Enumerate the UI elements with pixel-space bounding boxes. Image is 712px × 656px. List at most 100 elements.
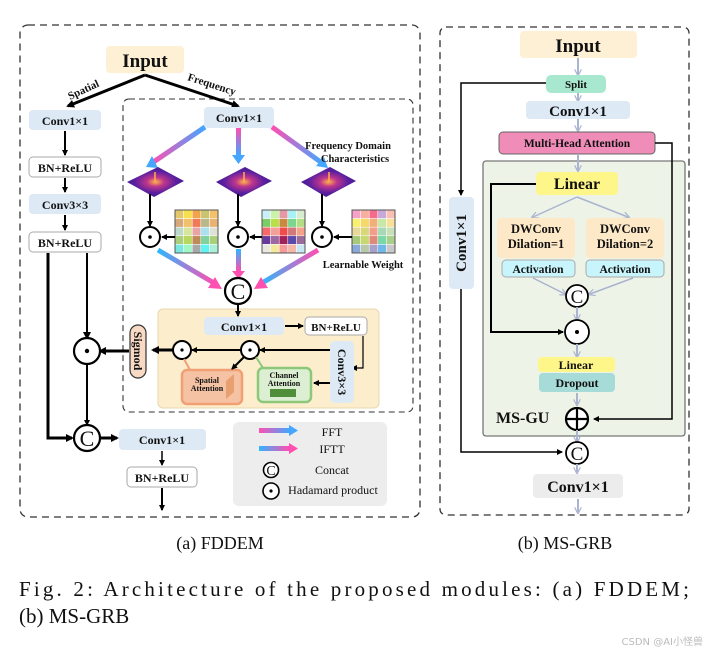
- weight-cell: [209, 244, 219, 254]
- hadamard-op-1: [139, 226, 161, 248]
- hadamard-op-main: [72, 336, 102, 366]
- weight-cell: [200, 235, 210, 245]
- msgu-concat-op: C: [565, 284, 589, 308]
- legend-hadamard-label: Hadamard product: [288, 483, 378, 497]
- spatial-conv1x1: [29, 110, 101, 130]
- weight-cell: [261, 209, 271, 219]
- weight-grid-border: [174, 209, 219, 254]
- linear2-box: [538, 357, 615, 372]
- weight-cell: [360, 244, 370, 254]
- learnable-weight-grid-3: [351, 209, 396, 254]
- hadamard-op-channel: [240, 340, 260, 360]
- fft-arrow-right: [270, 124, 324, 166]
- weight-cell: [191, 235, 202, 245]
- legend-ifft-head: [289, 443, 298, 454]
- output-conv1x1: [119, 429, 206, 450]
- fusion-bnrelu-label: BN+ReLU: [311, 322, 361, 334]
- weight-cell: [174, 235, 184, 245]
- weight-cell: [261, 235, 271, 245]
- weight-cell: [183, 209, 193, 219]
- weight-cell: [351, 226, 361, 237]
- weight-cell: [183, 226, 193, 237]
- msgrb-output-conv: [533, 474, 623, 498]
- weight-cell: [270, 218, 280, 228]
- weight-cell: [386, 244, 396, 254]
- weight-cell: [183, 235, 193, 245]
- weight-grid-border: [351, 209, 396, 254]
- mha-residual-line: [593, 142, 673, 422]
- weight-cell: [287, 235, 297, 245]
- spectrum-plot-3: [301, 167, 356, 197]
- spatial-attention-slab-icon: [226, 374, 234, 399]
- dwconv-dilation1-box: [497, 218, 575, 258]
- side-conv1x1-label: Conv1×1: [454, 214, 470, 272]
- spectrum-plot-1: [127, 167, 184, 197]
- weight-cell: [386, 209, 396, 219]
- weight-cell: [377, 235, 387, 245]
- weight-cell: [183, 244, 193, 254]
- legend-concat-icon: [262, 461, 280, 479]
- svg-text:C: C: [571, 287, 584, 308]
- arrow-linear-dw1: [533, 196, 578, 217]
- weight-cell: [209, 209, 219, 219]
- weight-cell: [287, 244, 297, 254]
- weight-cell: [386, 226, 396, 237]
- spatial-attention-label-2: Attention: [191, 384, 224, 393]
- spatial-link: [183, 358, 191, 371]
- output-bnrelu: [126, 466, 198, 488]
- frequency-branch-label: Frequency: [186, 71, 238, 98]
- legend: FFT IFTT C Concat Hadamard product: [233, 422, 387, 506]
- dwconv1-label-2: Dilation=1: [508, 237, 564, 251]
- weight-cell: [278, 226, 289, 237]
- caption-panel-a: (a) FDDEM: [176, 533, 264, 554]
- weight-cell: [368, 226, 379, 237]
- final-concat-op: C: [565, 441, 589, 465]
- legend-fft-head: [289, 425, 298, 436]
- add-op: [564, 406, 590, 432]
- linear2-label: Linear: [559, 358, 594, 372]
- legend-fft-swatch: [259, 428, 289, 433]
- weight-cell: [200, 244, 210, 254]
- learnable-weight-grid-1: [174, 209, 219, 254]
- msgrb-conv1x1-label: Conv1×1: [549, 104, 607, 120]
- activation-2-box: [585, 259, 665, 278]
- input-label: Input: [122, 51, 168, 72]
- activation-2-label: Activation: [599, 264, 651, 276]
- freq-domain-label-2: Characteristics: [321, 154, 389, 165]
- sigmoid-label: Sigmod: [131, 332, 145, 371]
- weight-cell: [278, 209, 289, 219]
- weight-cell: [183, 218, 193, 228]
- spatial-attention-label-1: Spatial: [195, 376, 220, 385]
- weight-cell: [296, 226, 306, 237]
- msgrb-conv1x1: [526, 101, 630, 119]
- spatial-bnrelu-2-label: BN+ReLU: [38, 236, 93, 250]
- weight-cell: [377, 209, 387, 219]
- split-box: [546, 75, 606, 93]
- weight-cell: [351, 235, 361, 245]
- concat-op-final: C: [72, 423, 102, 453]
- hadamard-to-spatial-arrow: [231, 356, 245, 370]
- legend-ifft-label: IFTT: [319, 442, 345, 456]
- spatial-bnrelu-1-label: BN+ReLU: [38, 161, 93, 175]
- weight-cell: [351, 244, 361, 254]
- svg-text:C: C: [231, 279, 246, 304]
- legend-concat-glyph: C: [266, 464, 275, 479]
- weight-cell: [278, 235, 289, 245]
- side-to-concat-line: [460, 289, 563, 455]
- activation-1-box: [501, 259, 576, 278]
- freq-conv1x1: [204, 107, 274, 128]
- hadamard-op-2: [227, 226, 249, 248]
- fft-arrow-left-head: [146, 156, 158, 168]
- ifft-arrow-left-head: [208, 277, 222, 289]
- weight-cell: [261, 244, 271, 254]
- weight-cell: [278, 244, 289, 254]
- sigmoid-box: [129, 324, 147, 379]
- split-side-line: [458, 82, 546, 196]
- weight-cell: [191, 209, 202, 219]
- weight-cell: [360, 235, 370, 245]
- weight-cell: [296, 244, 306, 254]
- legend-hadamard-dot: [269, 489, 273, 493]
- figure-caption-line-2: (b) MS-GRB: [19, 604, 129, 628]
- weight-cell: [351, 218, 361, 228]
- weight-cell: [174, 218, 184, 228]
